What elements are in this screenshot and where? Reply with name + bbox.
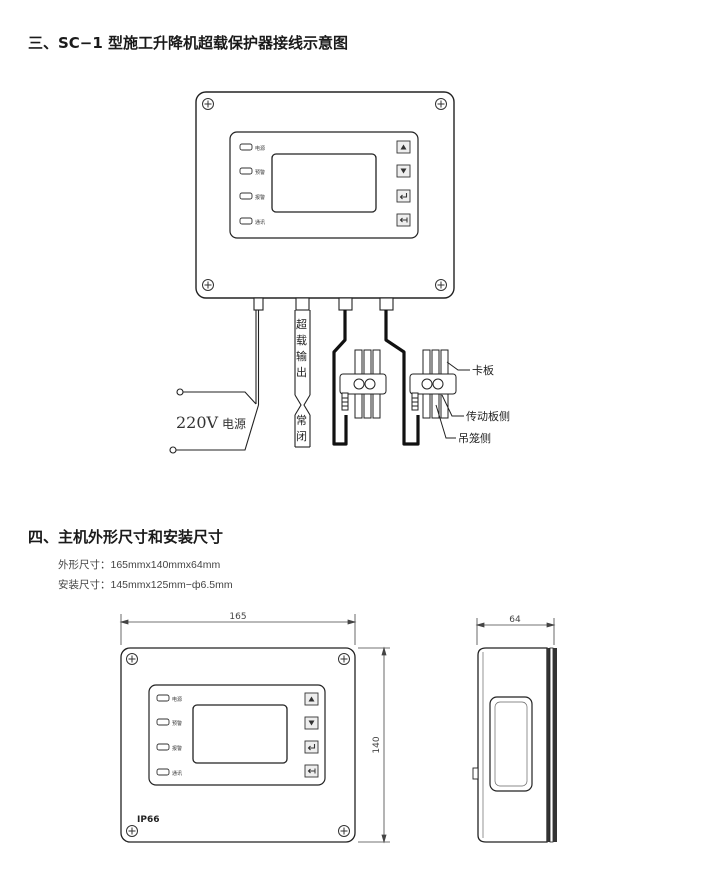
power-voltage-label: 220V — [176, 413, 219, 432]
side-window — [489, 696, 533, 792]
screw-icon — [338, 825, 350, 837]
callout-lines — [435, 361, 470, 439]
sensor-cable-right — [384, 310, 420, 446]
sensor-pin-right — [409, 349, 457, 419]
overload-output-cable — [294, 310, 311, 448]
led-prewarn-icon — [239, 167, 253, 175]
screw-icon — [202, 98, 214, 110]
led-label: 报警 — [255, 194, 265, 201]
overload-output-char: 载 — [296, 334, 307, 347]
led-comm-icon — [156, 768, 170, 776]
led-comm-icon — [239, 217, 253, 225]
overload-output-char: 超 — [296, 317, 307, 331]
lcd-screen — [192, 704, 288, 764]
back-key-icon — [396, 213, 411, 227]
screw-icon — [126, 653, 138, 665]
section4-heading: 四、主机外形尺寸和安装尺寸 — [28, 528, 224, 546]
down-arrow-key-icon — [304, 716, 319, 730]
up-arrow-key-icon — [304, 692, 319, 706]
led-prewarn-icon — [156, 718, 170, 726]
enter-key-icon — [396, 189, 411, 203]
led-alarm-icon — [156, 743, 170, 751]
mount-size-text: 安装尺寸：145mmx125mm−ф6.5mm — [58, 579, 233, 591]
cable-glands — [253, 297, 394, 311]
overload-output-char: 出 — [296, 365, 307, 379]
overload-output-char: 输 — [296, 349, 307, 363]
led-label: 通讯 — [255, 219, 265, 226]
side-clip — [472, 767, 479, 780]
side-view: 64 — [472, 615, 557, 843]
led-label: 预警 — [255, 169, 265, 176]
power-cable — [169, 310, 260, 454]
sensor-pin-left — [339, 349, 387, 419]
led-power-icon — [156, 694, 170, 702]
back-key-icon — [304, 764, 319, 778]
callout-drive-side-label: 传动板侧 — [466, 409, 510, 423]
led-label: 电源 — [255, 145, 265, 152]
screw-icon — [338, 653, 350, 665]
enter-key-icon — [304, 740, 319, 754]
lcd-screen — [271, 153, 377, 213]
screw-icon — [126, 825, 138, 837]
outline-size-text: 外形尺寸：165mmx140mmx64mm — [58, 559, 221, 571]
led-label: 电源 — [172, 696, 182, 703]
led-power-icon — [239, 143, 253, 151]
down-arrow-key-icon — [396, 164, 411, 178]
screw-icon — [435, 98, 447, 110]
dimension-width-label: 165 — [229, 612, 246, 622]
sensor-cable-left — [332, 310, 348, 446]
led-alarm-icon — [239, 192, 253, 200]
screw-icon — [202, 279, 214, 291]
callout-card-label: 卡板 — [472, 363, 494, 377]
controller-unit-top: 电源 预警 报警 通讯 — [195, 91, 455, 299]
up-arrow-key-icon — [396, 140, 411, 154]
section3-heading: 三、SC−1 型施工升降机超载保护器接线示意图 — [28, 34, 349, 52]
power-label: 电源 — [222, 417, 246, 431]
dimension-depth-label: 64 — [509, 615, 521, 625]
dimension-height-label: 140 — [372, 736, 382, 753]
screw-icon — [435, 279, 447, 291]
normally-closed-char: 闭 — [296, 430, 307, 443]
callout-cage-side-label: 吊笼侧 — [458, 431, 491, 445]
normally-closed-char: 常 — [296, 414, 307, 427]
ip-rating-label: IP66 — [137, 815, 159, 825]
front-view: 165 140 电源 预警 报警 通讯 IP66 — [119, 612, 390, 844]
led-label: 通讯 — [172, 770, 182, 777]
led-label: 预警 — [172, 720, 182, 727]
led-label: 报警 — [172, 745, 182, 752]
